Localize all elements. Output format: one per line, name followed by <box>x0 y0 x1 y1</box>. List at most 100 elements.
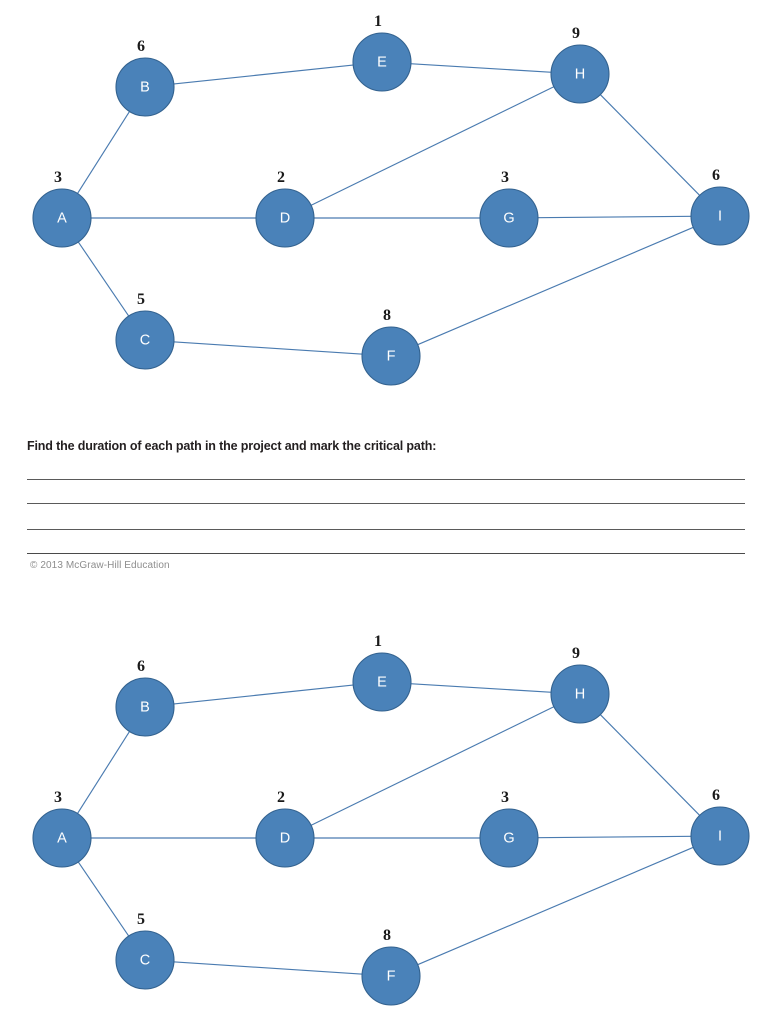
edge-a-b <box>76 730 131 815</box>
answer-line-4[interactable] <box>27 553 745 554</box>
node-circle-i[interactable] <box>690 186 750 246</box>
node-circle-b[interactable] <box>115 677 175 737</box>
edge-a-b <box>76 110 131 195</box>
edge-a-c <box>77 240 130 318</box>
edge-d-h <box>309 705 556 827</box>
node-circle-a[interactable] <box>32 808 92 868</box>
edge-c-f <box>172 341 364 355</box>
copyright-notice: © 2013 McGraw-Hill Education <box>30 560 170 571</box>
node-i[interactable]: I6 <box>690 787 750 866</box>
node-c[interactable]: C5 <box>115 291 175 370</box>
node-letter-c: C <box>140 333 150 349</box>
node-letter-e: E <box>377 55 387 71</box>
edge-b-e <box>172 684 355 705</box>
node-duration-g: 3 <box>501 169 509 186</box>
node-circle-f[interactable] <box>361 946 421 1006</box>
question-prompt: Find the duration of each path in the pr… <box>27 439 437 453</box>
node-letter-h: H <box>575 67 585 83</box>
node-letter-g: G <box>503 831 514 847</box>
edge-g-i <box>536 835 693 839</box>
node-duration-f: 8 <box>383 307 391 324</box>
node-circle-a[interactable] <box>32 188 92 248</box>
node-circle-f[interactable] <box>361 326 421 386</box>
node-circle-h[interactable] <box>550 44 610 104</box>
node-f[interactable]: F8 <box>361 927 421 1006</box>
node-duration-i: 6 <box>712 167 720 184</box>
node-b[interactable]: B6 <box>115 658 175 737</box>
node-circle-g[interactable] <box>479 188 539 248</box>
node-duration-g: 3 <box>501 789 509 806</box>
edge-b-e <box>172 64 355 85</box>
node-a[interactable]: A3 <box>32 789 92 868</box>
node-letter-f: F <box>387 969 396 985</box>
node-letter-f: F <box>387 349 396 365</box>
node-duration-c: 5 <box>137 911 145 928</box>
node-duration-h: 9 <box>572 25 580 42</box>
node-circle-b[interactable] <box>115 57 175 117</box>
node-circle-d[interactable] <box>255 188 315 248</box>
node-e[interactable]: E1 <box>352 633 412 712</box>
node-duration-b: 6 <box>137 658 145 675</box>
node-letter-g: G <box>503 211 514 227</box>
edge-f-i <box>416 226 695 346</box>
edge-h-i <box>599 93 701 197</box>
edge-c-f <box>172 961 364 975</box>
node-letter-b: B <box>140 700 150 716</box>
node-circle-e[interactable] <box>352 32 412 92</box>
node-circle-i[interactable] <box>690 806 750 866</box>
node-duration-e: 1 <box>374 13 382 30</box>
node-letter-b: B <box>140 80 150 96</box>
node-e[interactable]: E1 <box>352 13 412 92</box>
node-duration-d: 2 <box>277 169 285 186</box>
answer-line-3[interactable] <box>27 529 745 530</box>
node-duration-h: 9 <box>572 645 580 662</box>
edge-d-h <box>309 85 556 207</box>
node-duration-e: 1 <box>374 633 382 650</box>
node-a[interactable]: A3 <box>32 169 92 248</box>
node-circle-g[interactable] <box>479 808 539 868</box>
edge-e-h <box>409 63 553 73</box>
node-letter-a: A <box>57 831 67 847</box>
node-circle-d[interactable] <box>255 808 315 868</box>
node-letter-d: D <box>280 831 290 847</box>
node-b[interactable]: B6 <box>115 38 175 117</box>
node-duration-c: 5 <box>137 291 145 308</box>
node-i[interactable]: I6 <box>690 167 750 246</box>
node-d[interactable]: D2 <box>255 789 315 868</box>
node-letter-i: I <box>718 209 722 225</box>
node-letter-h: H <box>575 687 585 703</box>
node-duration-f: 8 <box>383 927 391 944</box>
node-duration-d: 2 <box>277 789 285 806</box>
node-g[interactable]: G3 <box>479 169 539 248</box>
node-h[interactable]: H9 <box>550 25 610 104</box>
answer-line-2[interactable] <box>27 503 745 504</box>
node-g[interactable]: G3 <box>479 789 539 868</box>
node-d[interactable]: D2 <box>255 169 315 248</box>
node-duration-i: 6 <box>712 787 720 804</box>
edge-a-c <box>77 860 130 938</box>
node-f[interactable]: F8 <box>361 307 421 386</box>
node-circle-e[interactable] <box>352 652 412 712</box>
node-duration-a: 3 <box>54 789 62 806</box>
node-h[interactable]: H9 <box>550 645 610 724</box>
node-circle-h[interactable] <box>550 664 610 724</box>
answer-line-1[interactable] <box>27 479 745 480</box>
node-circle-c[interactable] <box>115 930 175 990</box>
node-c[interactable]: C5 <box>115 911 175 990</box>
node-letter-c: C <box>140 953 150 969</box>
edge-h-i <box>599 713 701 817</box>
edge-g-i <box>536 215 693 219</box>
node-letter-d: D <box>280 211 290 227</box>
edge-e-h <box>409 683 553 693</box>
node-letter-i: I <box>718 829 722 845</box>
node-circle-c[interactable] <box>115 310 175 370</box>
node-letter-a: A <box>57 211 67 227</box>
edge-f-i <box>416 846 695 966</box>
node-duration-b: 6 <box>137 38 145 55</box>
node-duration-a: 3 <box>54 169 62 186</box>
